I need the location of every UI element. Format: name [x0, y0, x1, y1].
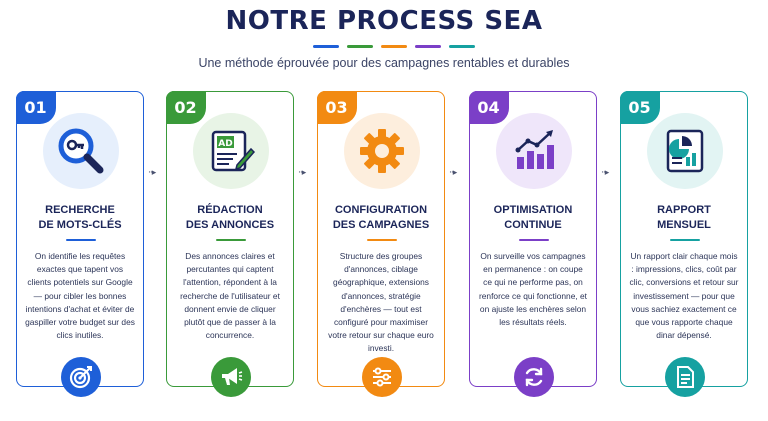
step-card-4: 04 OPTIMISATION CONTINUE On surveille vo…	[468, 90, 597, 397]
ad-document-icon: AD	[193, 113, 269, 189]
page-subtitle: Une méthode éprouvée pour des campagnes …	[198, 56, 570, 70]
title-underline	[670, 239, 700, 241]
step-title: RAPPORT MENSUEL	[657, 204, 711, 231]
target-icon	[61, 357, 101, 397]
step-title: RECHERCHE DE MOTS-CLÉS	[38, 204, 122, 231]
step-card-1: 01 RECHERCHE DE MOTS-CLÉS On identifie l…	[15, 90, 144, 397]
step-number-badge: 02	[165, 90, 206, 124]
step-description: On surveille vos campagnes en permanence…	[478, 251, 587, 328]
step-description: On identifie les requêtes exactes que ta…	[25, 251, 135, 341]
gear-icon	[344, 113, 420, 189]
step-number-badge: 05	[619, 90, 660, 124]
step-card-3: 03 CONFIGURATION DES CAMPAGNES Structure…	[316, 90, 445, 397]
step-title: OPTIMISATION CONTINUE	[493, 204, 573, 231]
title-underline	[66, 239, 96, 241]
step-description: Des annonces claires et percutantes qui …	[180, 251, 280, 341]
title-color-bars	[313, 45, 475, 48]
flow-arrow: ··▸	[148, 168, 156, 178]
step-number-badge: 03	[316, 90, 357, 124]
step-description: Un rapport clair chaque mois : impressio…	[629, 251, 739, 341]
color-bar-teal	[449, 45, 475, 48]
ad-label: AD	[218, 139, 232, 149]
step-description: Structure des groupes d'annonces, ciblag…	[328, 251, 434, 354]
refresh-icon	[514, 357, 554, 397]
report-icon	[647, 113, 723, 189]
title-underline	[367, 239, 397, 241]
color-bar-purple	[415, 45, 441, 48]
step-title: RÉDACTION DES ANNONCES	[185, 204, 275, 231]
megaphone-icon	[211, 357, 251, 397]
color-bar-blue	[313, 45, 339, 48]
color-bar-orange	[381, 45, 407, 48]
key-magnifier-icon	[43, 113, 119, 189]
title-underline	[216, 239, 246, 241]
flow-arrow: ··▸	[298, 168, 306, 178]
step-number-badge: 04	[468, 90, 509, 124]
step-card-5: 05 RAPPORT MENSUEL Un rapport clair chaq…	[619, 90, 748, 397]
growth-chart-icon	[496, 113, 572, 189]
flow-arrow: ··▸	[601, 168, 609, 178]
color-bar-green	[347, 45, 373, 48]
document-icon	[665, 357, 705, 397]
step-number-badge: 01	[15, 90, 56, 124]
step-card-2: 02 AD RÉDACTION DES ANNONCES Des annonce…	[165, 90, 294, 397]
step-title: CONFIGURATION DES CAMPAGNES	[332, 204, 430, 231]
sliders-icon	[362, 357, 402, 397]
flow-arrow: ··▸	[449, 168, 457, 178]
title-underline	[519, 239, 549, 241]
page-title: NOTRE PROCESS SEA	[225, 6, 543, 36]
